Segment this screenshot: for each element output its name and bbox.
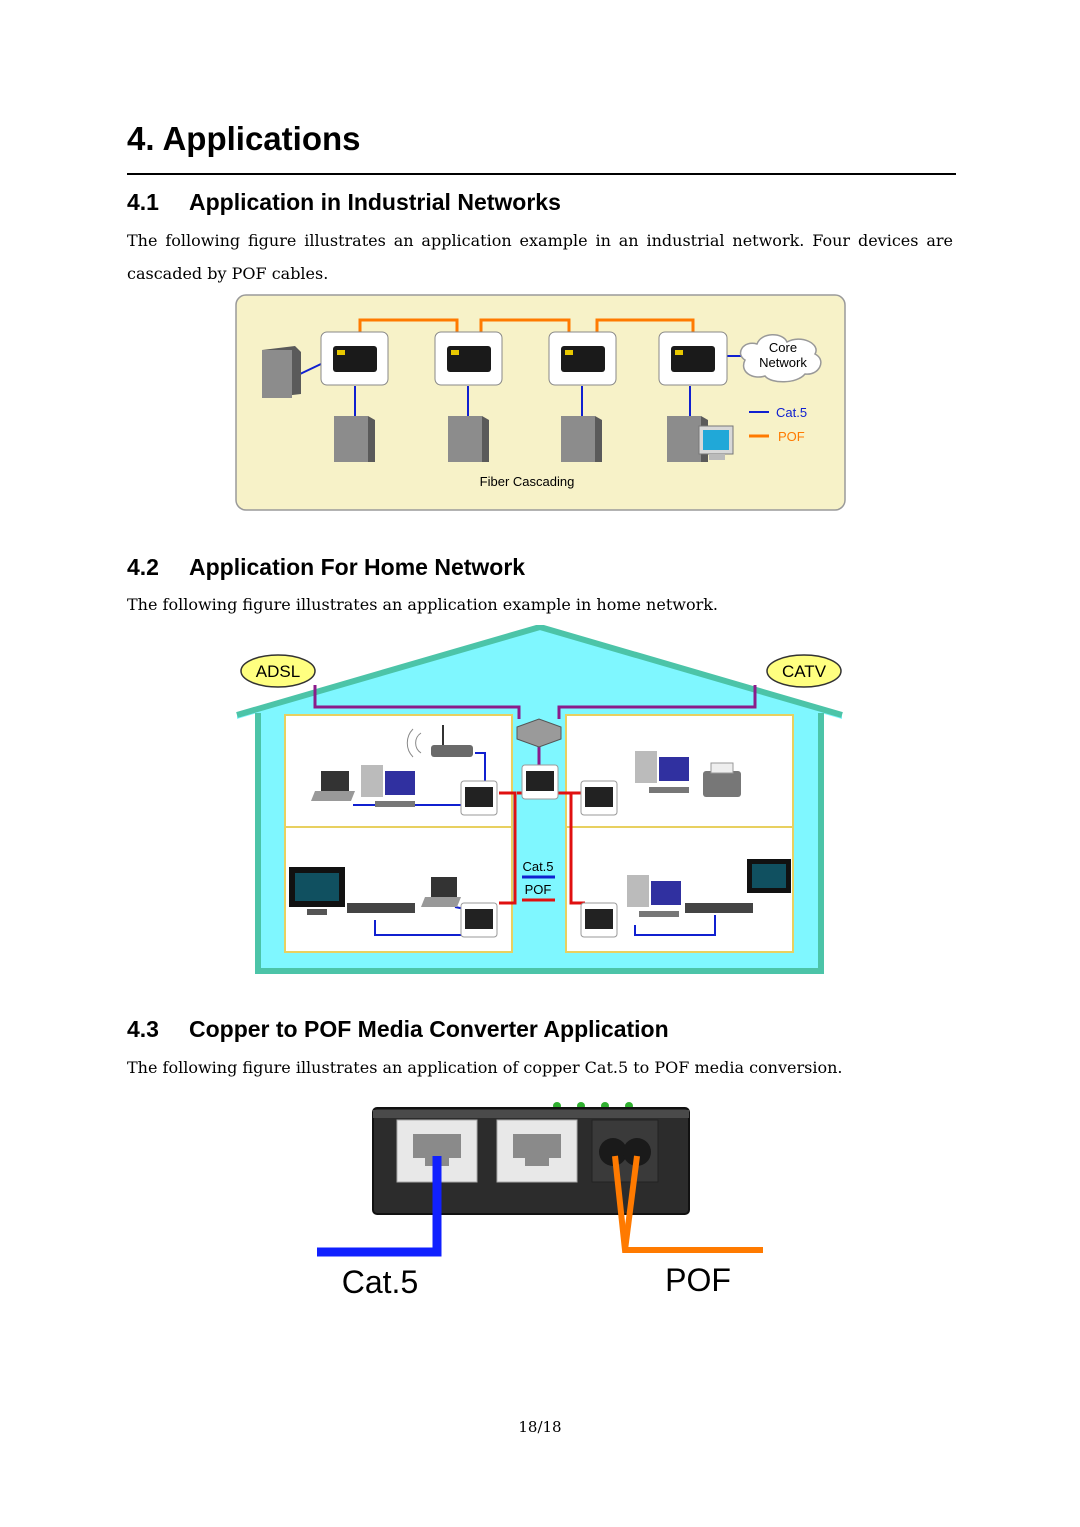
monitor-icon: [698, 425, 734, 460]
desktop-pc-icon: [361, 765, 415, 807]
legend-cat5-label: Cat.5: [776, 405, 807, 420]
home-network-figure: ADSL CATV Cat.5 POF: [236, 625, 843, 974]
adsl-label: ADSL: [256, 662, 300, 681]
cloud-label-core: Core: [769, 340, 797, 355]
fiber-cascading-figure: Core Network Cat.5 POF Fiber Cascading: [235, 294, 846, 511]
home-converter-icon: [460, 902, 498, 938]
section-heading-4-2: 4.2 Application For Home Network: [127, 554, 525, 581]
pc-tower-icon: [561, 416, 602, 462]
core-network-cloud: Core Network: [739, 334, 822, 383]
home-converter-icon: [580, 902, 618, 938]
section-text-4-3: The following figure illustrates an appl…: [127, 1058, 843, 1077]
set-top-box-icon: [685, 903, 753, 913]
legend-pof-label: POF: [525, 882, 552, 897]
section-text-4-1: The following figure illustrates an appl…: [127, 231, 953, 283]
gateway-icon: [516, 718, 562, 748]
home-converter-icon: [460, 780, 498, 816]
section-heading-4-3: 4.3 Copper to POF Media Converter Applica…: [127, 1016, 669, 1043]
section-number: 4.1: [127, 189, 159, 215]
section-number: 4.2: [127, 554, 159, 580]
laptop-icon: [421, 877, 461, 907]
house-roof: [236, 625, 843, 718]
set-top-box-icon: [347, 903, 415, 913]
label-pof: POF: [665, 1262, 731, 1298]
converter-3: [548, 331, 617, 386]
converter-top-edge: [373, 1110, 689, 1118]
adsl-badge: ADSL: [240, 654, 316, 688]
page-number: 18/18: [518, 1418, 562, 1436]
printer-icon: [703, 762, 741, 797]
pc-tower-icon: [448, 416, 489, 462]
converter-4: [658, 331, 728, 386]
catv-badge: CATV: [766, 654, 842, 688]
chapter-rule: [127, 173, 956, 175]
wireless-router-icon: [406, 725, 473, 758]
section-title: Application in Industrial Networks: [189, 189, 561, 215]
pof-cable-b: [622, 1155, 640, 1251]
chapter-title: 4. Applications: [127, 120, 361, 157]
section-title: Application For Home Network: [189, 554, 526, 580]
house-walls: [255, 713, 824, 974]
pc-tower-icon: [262, 346, 301, 398]
cloud-label-network: Network: [759, 355, 807, 370]
legend-cat5-label: Cat.5: [522, 859, 553, 874]
pof-links: [358, 318, 695, 332]
section-heading-4-1: 4.1 Application in Industrial Networks: [127, 189, 561, 216]
rj45-port-2: [496, 1119, 578, 1183]
home-converter-icon: [521, 764, 559, 800]
section-text-4-2: The following figure illustrates an appl…: [127, 595, 719, 614]
pc-tower-icon: [334, 416, 375, 462]
section-number: 4.3: [127, 1016, 159, 1042]
converter-1: [320, 331, 389, 386]
catv-label: CATV: [782, 662, 827, 681]
laptop-icon: [311, 771, 355, 801]
desktop-pc-icon: [635, 751, 689, 793]
media-converter-figure: Cat.5 POF: [317, 1102, 763, 1300]
home-converter-icon: [580, 780, 618, 816]
desktop-pc-icon: [627, 875, 681, 917]
tv-icon: [747, 859, 791, 893]
cat5-links: [299, 355, 741, 416]
rj45-port-1: [396, 1119, 478, 1183]
cat5-cable: [317, 1156, 442, 1257]
legend-pof-label: POF: [778, 429, 805, 444]
label-cat5: Cat.5: [342, 1264, 418, 1300]
figure-caption: Fiber Cascading: [480, 474, 575, 489]
section-title: Copper to POF Media Converter Applicatio…: [189, 1016, 669, 1042]
pof-port: [591, 1119, 659, 1183]
tv-icon: [289, 867, 345, 915]
converter-2: [434, 331, 503, 386]
